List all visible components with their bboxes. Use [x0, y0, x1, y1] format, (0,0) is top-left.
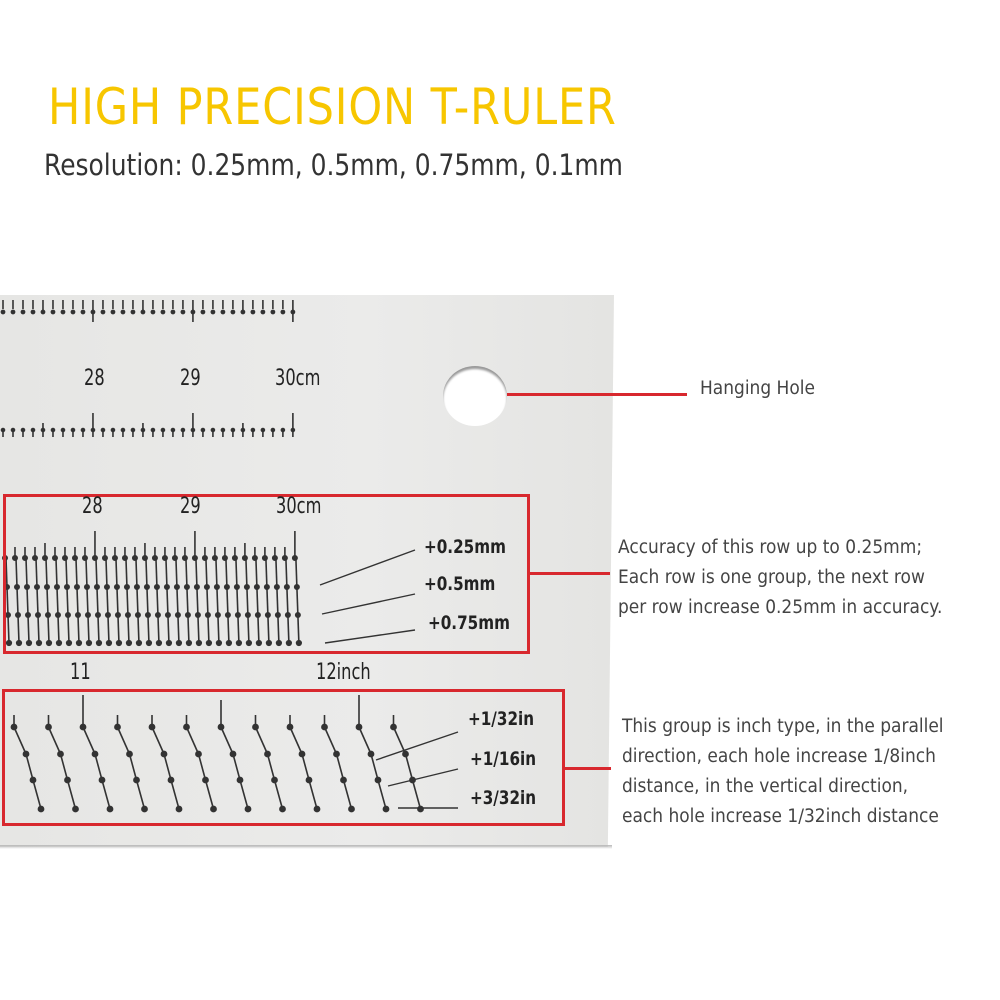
inch-label-11: 11 — [70, 660, 91, 685]
cm-group-label-29: 29 — [180, 494, 201, 519]
inch-note-line-3: distance, in the vertical direction, — [622, 776, 909, 797]
inch-group-highlight-box — [2, 689, 565, 826]
resolution-subtitle: Resolution: 0.25mm, 0.5mm, 0.75mm, 0.1mm — [44, 148, 623, 182]
inch-row-label-3-32: +3/32in — [470, 787, 537, 809]
inch-row-label-1-32: +1/32in — [468, 708, 535, 730]
cm-group-connector-line — [528, 572, 610, 575]
inch-note-line-2: direction, each hole increase 1/8inch — [622, 746, 936, 767]
hanging-hole-label: Hanging Hole — [700, 378, 815, 399]
page-title: HIGH PRECISION T-RULER — [48, 78, 617, 136]
cm-note-line-1: Accuracy of this row up to 0.25mm; — [618, 537, 923, 558]
ruler-ticks-graphic — [0, 300, 459, 813]
top-scale-ticks — [0, 300, 459, 813]
top-scale-label-30cm: 30cm — [275, 366, 321, 391]
cm-row-label-0-75: +0.75mm — [428, 612, 510, 634]
cm-row-label-0-25: +0.25mm — [424, 536, 506, 558]
cm-group-label-28: 28 — [82, 494, 103, 519]
cm-row-label-0-5: +0.5mm — [424, 573, 496, 595]
inch-group-connector-line — [563, 767, 611, 770]
top-scale-label-29: 29 — [180, 366, 201, 391]
inch-row-label-1-16: +1/16in — [470, 748, 537, 770]
hanging-hole — [443, 366, 507, 426]
cm-note-line-2: Each row is one group, the next row — [618, 567, 925, 588]
ruler-plate — [0, 295, 614, 847]
top-scale-label-28: 28 — [84, 366, 105, 391]
inch-note-line-4: each hole increase 1/32inch distance — [622, 806, 939, 827]
cm-group-label-30cm: 30cm — [276, 494, 322, 519]
inch-label-12inch: 12inch — [316, 660, 371, 685]
hanging-hole-connector-line — [507, 393, 687, 396]
inch-note-line-1: This group is inch type, in the parallel — [622, 716, 944, 737]
cm-note-line-3: per row increase 0.25mm in accuracy. — [618, 597, 943, 618]
ruler-plate-shadow — [0, 845, 612, 849]
